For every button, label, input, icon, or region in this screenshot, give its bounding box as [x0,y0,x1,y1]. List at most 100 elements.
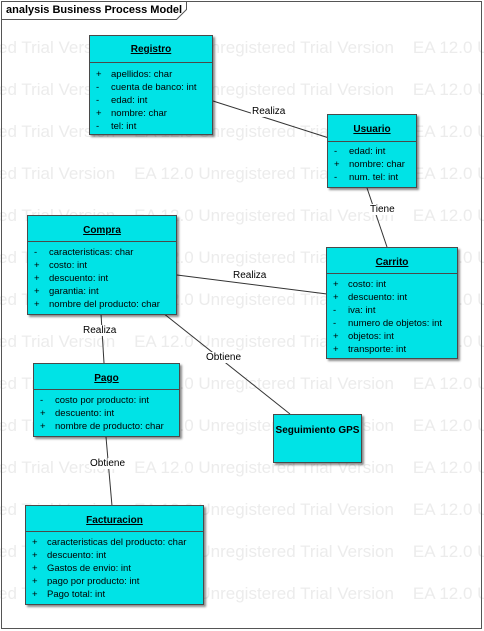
class-pago[interactable]: Pago -costo por producto: int+descuento:… [33,363,180,437]
attribute-text: descuento: int [49,273,109,284]
attribute-list: -costo por producto: int+descuento: int+… [34,394,179,433]
watermark-text: EA 12.0 Unregistered Trial Version [412,122,484,141]
attribute-visibility: + [34,260,40,271]
class-name: Registro [130,44,172,55]
attribute-row: + apellidos: char [90,68,212,81]
class-divider [328,141,416,145]
attribute-visibility: + [334,159,340,170]
attribute-visibility: - [96,95,100,106]
attribute-visibility: + [34,273,40,284]
class-divider [28,241,176,246]
watermark-text: EA 12.0 Unregistered Trial Version [412,206,484,225]
attribute-text: costo: int [348,279,387,290]
diagram-title-tab: analysis Business Process Model [1,1,187,20]
assoc-line-compra-pago[interactable] [100,313,105,364]
attribute-text: apellidos: char [111,69,173,80]
title-tab-outline [1,1,187,20]
class-name: Pago [94,373,119,384]
watermark-text: EA 12.0 Unregistered Trial Version [412,374,484,393]
class-name: Seguimiento GPS [275,425,360,436]
attribute-row: +Pago total: int [26,588,203,601]
attribute-row: + descuento: int [26,549,203,562]
watermark-text: EA 12.0 Unregistered Trial Version [134,374,394,393]
attribute-text: transporte: int [348,344,407,355]
assoc-label-compra-pago: Realiza [82,325,118,336]
attribute-visibility: + [32,537,38,548]
watermark-fragment: ed Trial Version [0,458,116,477]
class-carrito[interactable]: Carrito +costo: int+descuento: int-iva: … [326,247,458,359]
attribute-list: +apellidos: char-cuenta de banco: int-ed… [90,68,212,133]
attribute-text: garantia: int [49,286,99,297]
assoc-label-registro-usuario: Realiza [251,106,287,117]
attribute-text: cuenta de banco: int [111,82,197,93]
class-name: Carrito [375,257,409,268]
attribute-row: + nombre: char [90,107,212,120]
attribute-text: descuento: int [47,550,107,561]
attribute-visibility: - [34,247,38,258]
watermark-fragment: ed Trial Version [0,332,116,351]
watermark-text: EA 12.0 Unregistered Trial Version [412,416,484,435]
watermark-fragment: ed Trial Version [0,164,116,183]
assoc-label-pago-facturacion: Obtiene [89,458,127,469]
attribute-visibility: + [96,69,102,80]
diagram-title: analysis Business Process Model [6,4,183,16]
assoc-label-usuario-carrito: Tiene [369,204,396,215]
watermark-fragment: ed Trial Version [0,80,116,99]
attribute-text: nombre: char [111,108,167,119]
assoc-line-compra-seguimiento[interactable] [162,312,291,415]
attribute-row: -edad: int [90,94,212,107]
class-divider [327,273,457,278]
attribute-visibility: + [32,550,38,561]
watermark-text: EA 12.0 Unregistered Trial Version [412,584,484,603]
attribute-visibility: + [40,421,46,432]
attribute-row: -caracteristicas: char [28,246,176,259]
class-usuario[interactable]: Usuario -edad: int+nombre: char-num. tel… [327,114,417,188]
watermark-text: EA 12.0 Unregistered Trial Version [134,206,394,225]
class-compra[interactable]: Compra -caracteristicas: char+costo: int… [27,215,177,315]
class-divider [34,389,179,394]
attribute-text: pago por producto: int [47,576,140,587]
assoc-line-registro-usuario[interactable] [212,100,330,139]
attribute-visibility: + [96,108,102,119]
attribute-text: tel: int [111,121,137,132]
assoc-line-compra-carrito[interactable] [176,274,328,295]
assoc-line-pago-facturacion[interactable] [105,436,113,507]
attribute-visibility: + [32,576,38,587]
attribute-row: +nombre: char [328,158,416,171]
class-name: Compra [83,225,121,236]
attribute-row: +objetos: int [327,330,457,343]
assoc-label-compra-carrito: Realiza [232,270,268,281]
watermark-text: EA 12.0 Unregistered Trial Version [412,80,484,99]
attribute-row: +descuento: int [327,291,457,304]
attribute-text: edad: int [111,95,148,106]
attribute-visibility: - [333,318,337,329]
attribute-row: + caracteristicas del producto: char [26,536,203,549]
attribute-text: descuento: int [55,408,115,419]
attribute-visibility: - [96,121,100,132]
attribute-row: -tel: int [90,120,212,133]
attribute-text: costo: int [49,260,88,271]
attribute-list: -caracteristicas: char+costo: int+descue… [28,246,176,311]
watermark-text: EA 12.0 Unregistered Trial Version [412,500,484,519]
class-name: Facturacion [86,515,143,526]
attribute-text: caracteristicas del producto: char [47,537,187,548]
attribute-visibility: + [40,408,46,419]
attribute-visibility: + [34,299,40,310]
class-divider [90,62,212,68]
attribute-text: num. tel: int [349,172,399,183]
attribute-text: caracteristicas: char [49,247,134,258]
attribute-visibility: + [333,292,339,303]
attribute-text: numero de objetos: int [348,318,443,329]
attribute-row: +Gastos de envio: int [26,562,203,575]
class-registro[interactable]: Registro +apellidos: char-cuenta de banc… [89,35,213,135]
assoc-label-compra-seguimiento: Obtiene [205,352,243,363]
attribute-row: + costo: int [28,259,176,272]
attribute-text: objetos: int [348,331,394,342]
class-seguimiento-gps[interactable]: Seguimiento GPS [273,414,362,463]
attribute-row: -costo por producto: int [34,394,179,407]
assoc-line-usuario-carrito[interactable] [366,187,388,248]
class-facturacion[interactable]: Facturacion + caracteristicas del product… [25,505,204,605]
attribute-visibility: - [334,172,338,183]
class-divider [26,531,203,536]
attribute-visibility: + [32,589,38,600]
